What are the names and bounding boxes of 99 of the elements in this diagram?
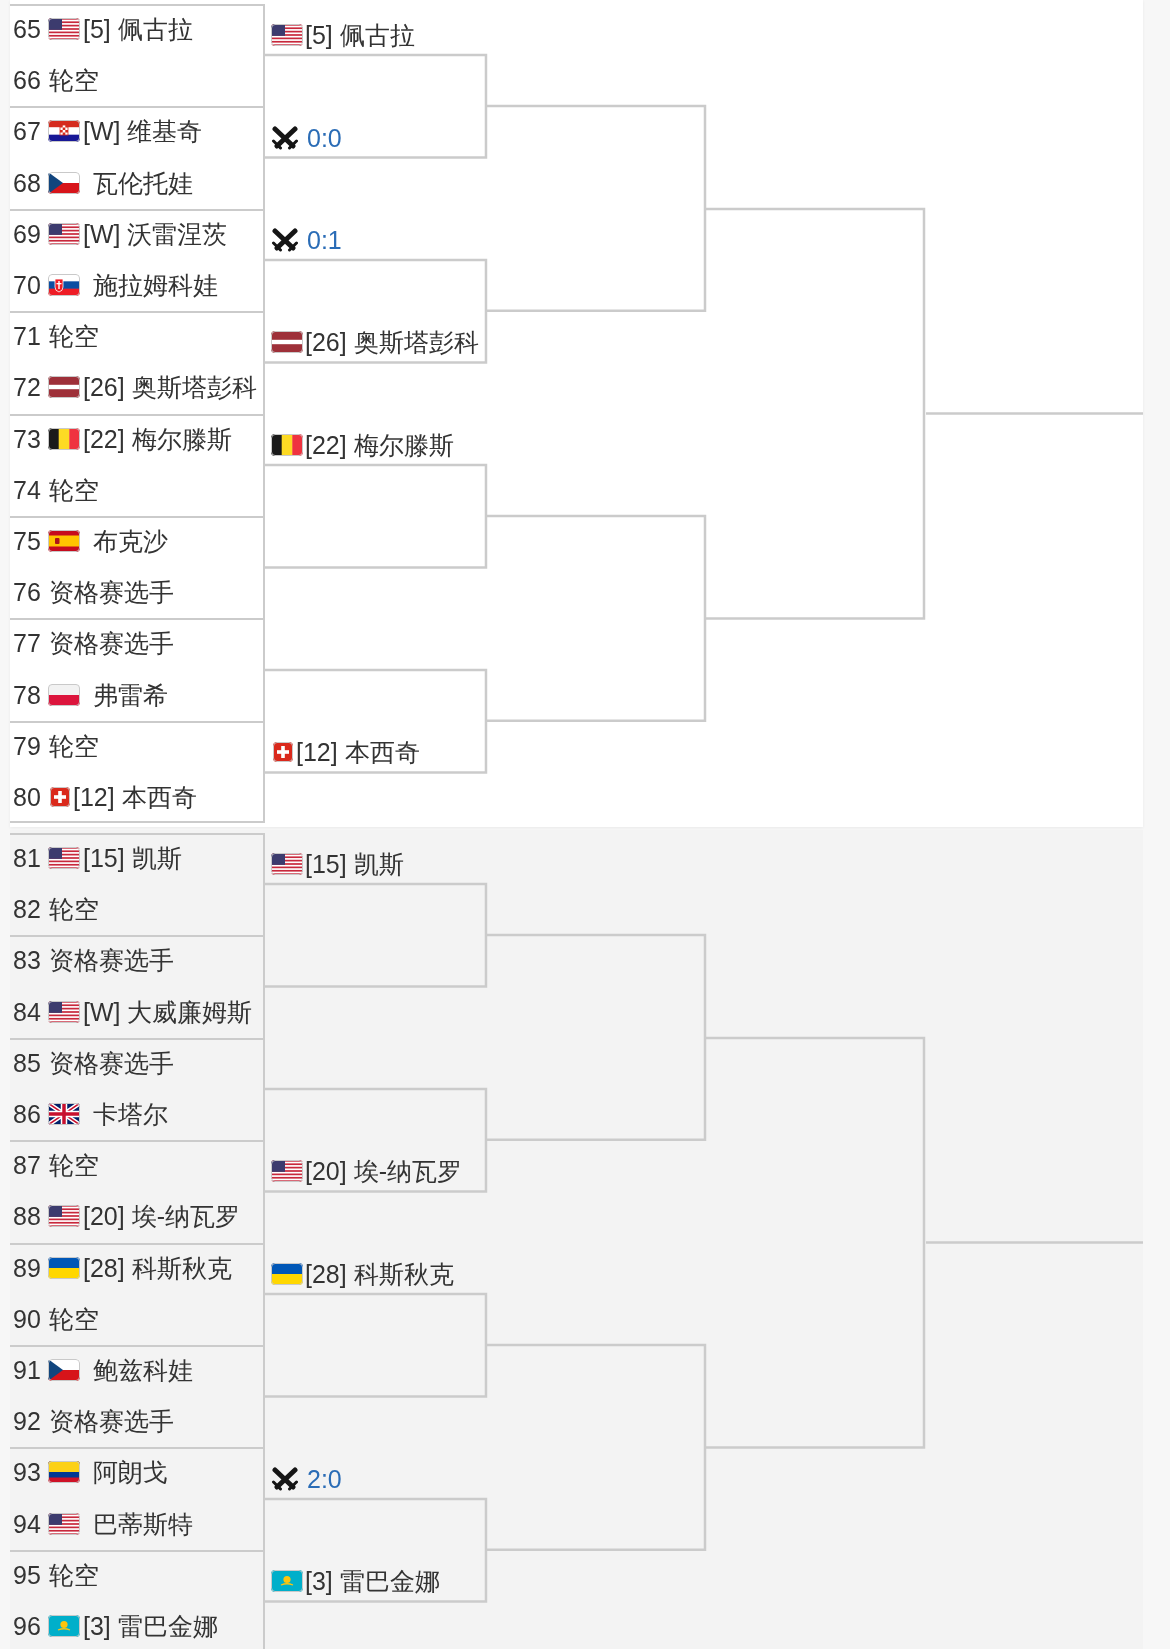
draw-number: 82 xyxy=(13,894,41,925)
player-name: 施拉姆科娃 xyxy=(93,270,218,301)
player-name: [20] 埃-纳瓦罗 xyxy=(305,1156,462,1187)
player-name: 轮空 xyxy=(49,65,99,96)
player-name: [26] 奥斯塔彭科 xyxy=(83,372,257,403)
player-name: [15] 凯斯 xyxy=(305,849,404,880)
match-score: 0:1 xyxy=(307,225,342,255)
player-name: [3] 雷巴金娜 xyxy=(83,1611,218,1642)
match-box xyxy=(10,1037,265,1141)
draw-number: 81 xyxy=(13,843,41,874)
player-name: [28] 科斯秋克 xyxy=(305,1258,454,1289)
match-box xyxy=(10,1447,265,1550)
draw-number: 86 xyxy=(13,1099,41,1130)
player-name: 轮空 xyxy=(49,894,99,925)
draw-number: 71 xyxy=(13,321,41,352)
draw-number: 78 xyxy=(13,679,41,710)
draw-number: 67 xyxy=(13,116,41,147)
draw-number: 88 xyxy=(13,1201,41,1232)
draw-number: 68 xyxy=(13,167,41,198)
player-name: 弗雷希 xyxy=(93,679,168,710)
draw-number: 72 xyxy=(13,372,41,403)
player-name: 鲍兹科娃 xyxy=(93,1355,193,1386)
bracket-line xyxy=(926,412,1143,415)
draw-number: 89 xyxy=(13,1252,41,1283)
draw-number: 79 xyxy=(13,730,41,761)
player-name: 资格赛选手 xyxy=(49,628,174,659)
bracket xyxy=(486,514,707,723)
draw-number: 75 xyxy=(13,526,41,557)
player-name: [12] 本西奇 xyxy=(296,737,420,767)
draw-number: 93 xyxy=(13,1457,41,1488)
match-box xyxy=(10,1345,265,1448)
draw-number: 91 xyxy=(13,1355,41,1386)
draw-number: 84 xyxy=(13,996,41,1027)
match-box xyxy=(10,833,265,936)
bracket-line xyxy=(926,1241,1143,1244)
draw-number: 92 xyxy=(13,1406,41,1437)
draw-number: 94 xyxy=(13,1508,41,1539)
draw-number: 77 xyxy=(13,628,41,659)
player-name: [W] 沃雷涅茨 xyxy=(83,218,228,249)
match-box xyxy=(10,413,265,516)
match-box xyxy=(10,618,265,721)
draw-number: 90 xyxy=(13,1303,41,1334)
draw-number: 80 xyxy=(13,782,41,813)
player-name: 资格赛选手 xyxy=(49,577,174,608)
draw-number: 70 xyxy=(13,270,41,301)
player-name: 轮空 xyxy=(49,1150,99,1181)
player-name: 布克沙 xyxy=(93,526,168,557)
match-score: 2:0 xyxy=(307,1463,342,1494)
bracket xyxy=(486,933,707,1143)
player-name: 资格赛选手 xyxy=(49,1406,174,1437)
match-box xyxy=(10,1549,265,1649)
player-name: 轮空 xyxy=(49,730,99,761)
player-name: [5] 佩古拉 xyxy=(305,20,415,51)
draw-number: 74 xyxy=(13,474,41,505)
player-name: [W] 维基奇 xyxy=(83,116,203,147)
match-box xyxy=(10,1242,265,1345)
player-name: [3] 雷巴金娜 xyxy=(305,1566,440,1596)
draw-number: 73 xyxy=(13,423,41,454)
draw-number: 96 xyxy=(13,1611,41,1642)
match-box xyxy=(10,311,265,414)
draw-number: 66 xyxy=(13,65,41,96)
player-name: 轮空 xyxy=(49,1303,99,1334)
player-name: 轮空 xyxy=(49,474,99,505)
bracket xyxy=(486,1343,707,1552)
player-name: [W] 大威廉姆斯 xyxy=(83,996,253,1027)
draw-number: 69 xyxy=(13,218,41,249)
player-name: 资格赛选手 xyxy=(49,945,174,976)
draw-number: 65 xyxy=(13,14,41,45)
player-name: 瓦伦托娃 xyxy=(93,167,193,198)
player-name: [20] 埃-纳瓦罗 xyxy=(83,1201,240,1232)
draw-number: 95 xyxy=(13,1559,41,1590)
match-box xyxy=(10,4,265,107)
player-name: 轮空 xyxy=(49,1559,99,1590)
player-name: [12] 本西奇 xyxy=(73,782,197,813)
player-name: [15] 凯斯 xyxy=(83,843,182,874)
match-box xyxy=(10,516,265,619)
player-name: [28] 科斯秋克 xyxy=(83,1252,232,1283)
player-name: 资格赛选手 xyxy=(49,1047,174,1078)
match-score: 0:0 xyxy=(307,122,342,153)
draw-number: 85 xyxy=(13,1047,41,1078)
bracket xyxy=(705,206,926,621)
player-name: [5] 佩古拉 xyxy=(83,14,193,45)
player-name: [26] 奥斯塔彭科 xyxy=(305,327,479,358)
match-box xyxy=(10,720,265,824)
draw-number: 87 xyxy=(13,1150,41,1181)
player-name: 轮空 xyxy=(49,321,99,352)
match-box xyxy=(10,935,265,1038)
draw-number: 76 xyxy=(13,577,41,608)
player-name: [22] 梅尔滕斯 xyxy=(305,429,454,460)
bracket xyxy=(486,104,707,314)
match-box xyxy=(10,1140,265,1243)
bracket xyxy=(705,1035,926,1450)
draw-number: 83 xyxy=(13,945,41,976)
player-name: 阿朗戈 xyxy=(93,1457,168,1488)
player-name: 巴蒂斯特 xyxy=(93,1508,193,1539)
player-name: 卡塔尔 xyxy=(93,1099,168,1130)
match-box xyxy=(10,106,265,209)
player-name: [22] 梅尔滕斯 xyxy=(83,423,232,454)
match-box xyxy=(10,208,265,312)
